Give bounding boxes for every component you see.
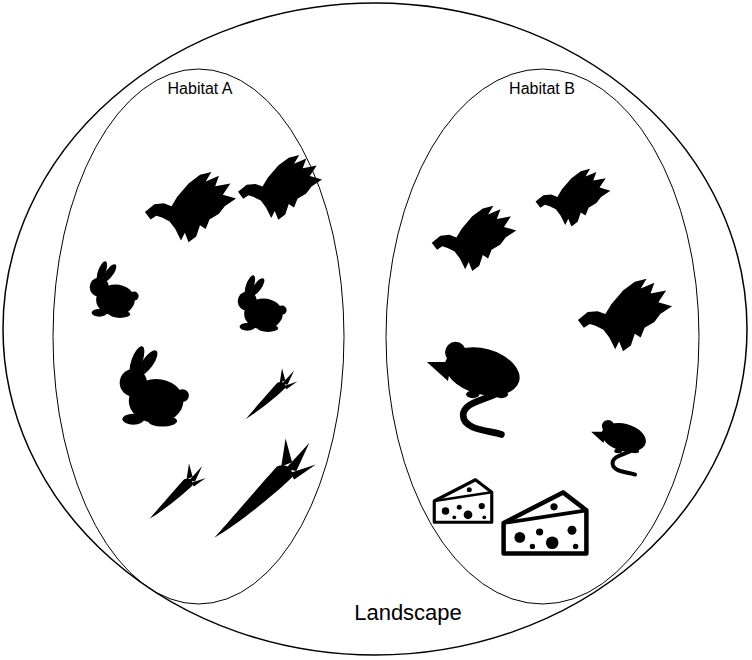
carrot-silhouette — [149, 464, 205, 519]
carrot-silhouette — [214, 438, 316, 537]
cheese-icon — [434, 480, 492, 523]
habitat-ellipse: Habitat B — [385, 68, 700, 605]
mouse-silhouette — [591, 418, 649, 474]
eagle-silhouette — [432, 206, 516, 271]
outline-ellipse — [386, 69, 699, 604]
eagle-silhouette — [536, 169, 611, 227]
eagle-silhouette — [238, 155, 322, 220]
rabbit-silhouette — [90, 260, 139, 318]
rabbit-silhouette — [238, 274, 287, 332]
rabbit-silhouette — [120, 344, 189, 426]
outline-shape — [385, 68, 700, 605]
habitat-ellipse: Habitat A — [52, 68, 345, 605]
carrot-silhouette — [246, 368, 298, 419]
habitat-label: Habitat B — [509, 80, 575, 98]
eagle-silhouette — [145, 172, 236, 242]
cheese-icon — [504, 492, 587, 553]
outline-ellipse — [53, 69, 344, 604]
mouse-silhouette — [427, 339, 525, 434]
outline-shape — [52, 68, 345, 605]
outline-ellipse — [3, 3, 747, 655]
eagle-silhouette — [578, 279, 672, 352]
landscape-label: Landscape — [354, 600, 462, 625]
habitat-label: Habitat A — [168, 80, 233, 98]
